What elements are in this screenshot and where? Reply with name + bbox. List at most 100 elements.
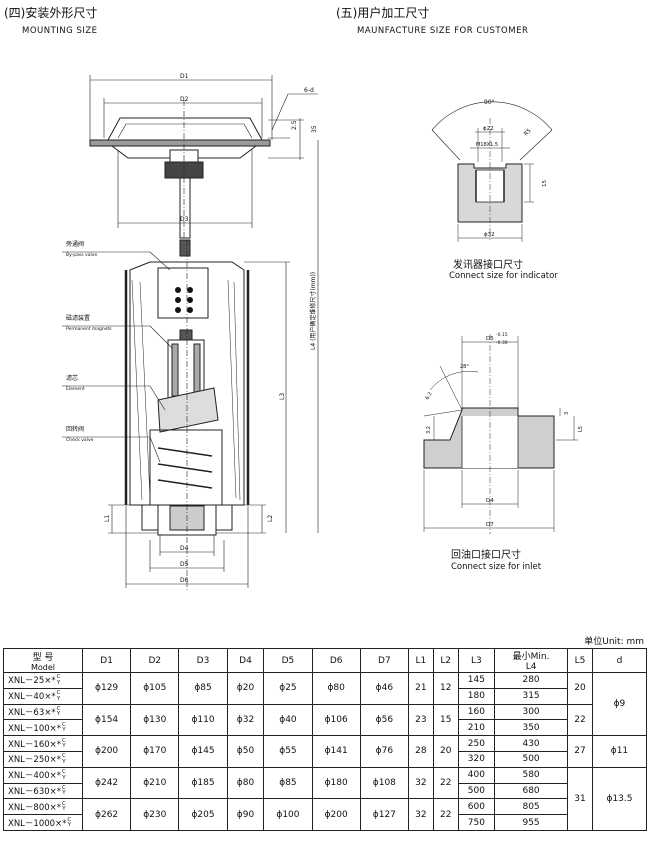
label-checkvalve-en: Check valve bbox=[66, 437, 94, 443]
dim-d22: ϕ22 bbox=[483, 126, 494, 132]
dim-angle-90: 90° bbox=[484, 99, 495, 106]
header-l2: L2 bbox=[432, 648, 459, 673]
dim-3-2: 3.2 bbox=[426, 426, 432, 434]
model-suffix-y: Y bbox=[62, 774, 66, 781]
dim-6d: 6-d bbox=[304, 87, 314, 94]
inlet-port-drawing: D5 -0.15 -0.30 28° 6.2 3.2 D4 D7 3 L5 bbox=[423, 332, 584, 534]
header-d4: D4 bbox=[226, 648, 265, 673]
cell-d2: ϕ130 bbox=[130, 703, 180, 737]
cell-d2: ϕ210 bbox=[130, 766, 180, 800]
model-suffix-c: C bbox=[56, 674, 61, 681]
cell-d7: ϕ46 bbox=[359, 672, 409, 705]
cell-d4: ϕ20 bbox=[226, 672, 265, 705]
cell-l2: 15 bbox=[432, 703, 459, 737]
model-suffix-c: C bbox=[62, 800, 66, 807]
cell-d3: ϕ205 bbox=[178, 798, 228, 831]
cell-d5: ϕ25 bbox=[263, 672, 313, 705]
inlet-caption-cn: 回油口接口尺寸 bbox=[451, 550, 521, 561]
cell-l5: 31 bbox=[567, 766, 593, 831]
cell-l3: 145 bbox=[457, 672, 496, 689]
dim-35: 35 bbox=[311, 125, 318, 133]
dim-r5: R5 bbox=[523, 128, 533, 138]
model-suffix-c: C bbox=[56, 705, 61, 712]
model-name: XNL－25×* bbox=[8, 676, 56, 687]
left-section-title: (四)安装外形尺寸 bbox=[4, 6, 98, 20]
cell-d1: ϕ242 bbox=[81, 766, 132, 800]
cell-l3: 250 bbox=[457, 735, 496, 752]
cell-l1: 28 bbox=[407, 735, 434, 768]
cell-l1: 32 bbox=[407, 766, 434, 800]
cell-l1: 23 bbox=[407, 703, 434, 737]
model-suffix-c: C bbox=[56, 690, 61, 697]
dim-inlet-d5: D5 bbox=[486, 336, 494, 342]
unit-label: 单位Unit: mm bbox=[584, 637, 644, 647]
header-d: d bbox=[591, 648, 648, 673]
model-name: XNL－100×* bbox=[8, 723, 62, 734]
model-name: XNL－1000×* bbox=[8, 818, 67, 829]
cell-d6: ϕ200 bbox=[311, 798, 361, 831]
cell-min-l4: 955 bbox=[494, 814, 569, 831]
model-name: XNL－160×* bbox=[8, 739, 62, 750]
header-d6: D6 bbox=[311, 648, 361, 673]
cover-assembly bbox=[89, 100, 271, 240]
cell-l5: 22 bbox=[567, 703, 593, 737]
cell-l3: 750 bbox=[457, 814, 496, 831]
dim-inlet-d4: D4 bbox=[486, 498, 494, 504]
cell-d7: ϕ56 bbox=[359, 703, 409, 737]
header-l3: L3 bbox=[457, 648, 496, 673]
model-suffix-c: C bbox=[62, 737, 66, 744]
cell-d2: ϕ230 bbox=[130, 798, 180, 831]
model-name: XNL－250×* bbox=[8, 755, 62, 766]
right-section-subtitle: MAUNFACTURE SIZE FOR CUSTOMER bbox=[357, 26, 529, 36]
cell-l2: 20 bbox=[432, 735, 459, 768]
mounting-drawing: D1 D2 D3 6-d 35 2.5 bbox=[62, 73, 319, 590]
cell-min-l4: 805 bbox=[494, 798, 569, 816]
cell-d: ϕ9 bbox=[591, 671, 648, 737]
model-suffix-c: C bbox=[62, 769, 66, 776]
model-suffix-c: C bbox=[62, 753, 66, 760]
model-name: XNL－63×* bbox=[8, 707, 56, 718]
dim-6-2: 6.2 bbox=[425, 391, 434, 401]
dim-2-5: 2.5 bbox=[291, 120, 298, 130]
label-magnets-en: Permanent magnets bbox=[66, 326, 112, 332]
indicator-caption-en: Connect size for indicator bbox=[449, 271, 558, 281]
cell-d4: ϕ32 bbox=[226, 703, 265, 737]
cell-min-l4: 350 bbox=[494, 719, 569, 737]
cell-min-l4: 280 bbox=[494, 672, 569, 689]
model-suffix-y: Y bbox=[56, 711, 61, 718]
model-suffix-c: C bbox=[62, 784, 66, 791]
cell-d1: ϕ262 bbox=[81, 798, 132, 831]
cell-l1: 21 bbox=[407, 672, 434, 705]
header-l1: L1 bbox=[407, 648, 434, 673]
cell-d6: ϕ180 bbox=[311, 766, 361, 800]
header-min-l4: 最小Min.L4 bbox=[494, 648, 569, 673]
dim-inlet-d7: D7 bbox=[486, 522, 494, 528]
label-magnets-cn: 磁滤装置 bbox=[66, 314, 90, 322]
cell-d5: ϕ55 bbox=[263, 735, 313, 768]
cell-d: ϕ13.5 bbox=[591, 766, 648, 831]
cell-d2: ϕ170 bbox=[130, 735, 180, 768]
cell-d4: ϕ90 bbox=[226, 798, 265, 831]
dim-d6: D6 bbox=[180, 577, 189, 584]
cell-l2: 22 bbox=[432, 798, 459, 831]
cell-l2: 22 bbox=[432, 766, 459, 800]
cell-min-l4: 580 bbox=[494, 766, 569, 784]
model-suffix-y: Y bbox=[56, 695, 61, 702]
header-d5: D5 bbox=[263, 648, 313, 673]
cell-d1: ϕ200 bbox=[81, 735, 132, 768]
model-name: XNL－400×* bbox=[8, 771, 62, 782]
cell-l3: 180 bbox=[457, 687, 496, 705]
